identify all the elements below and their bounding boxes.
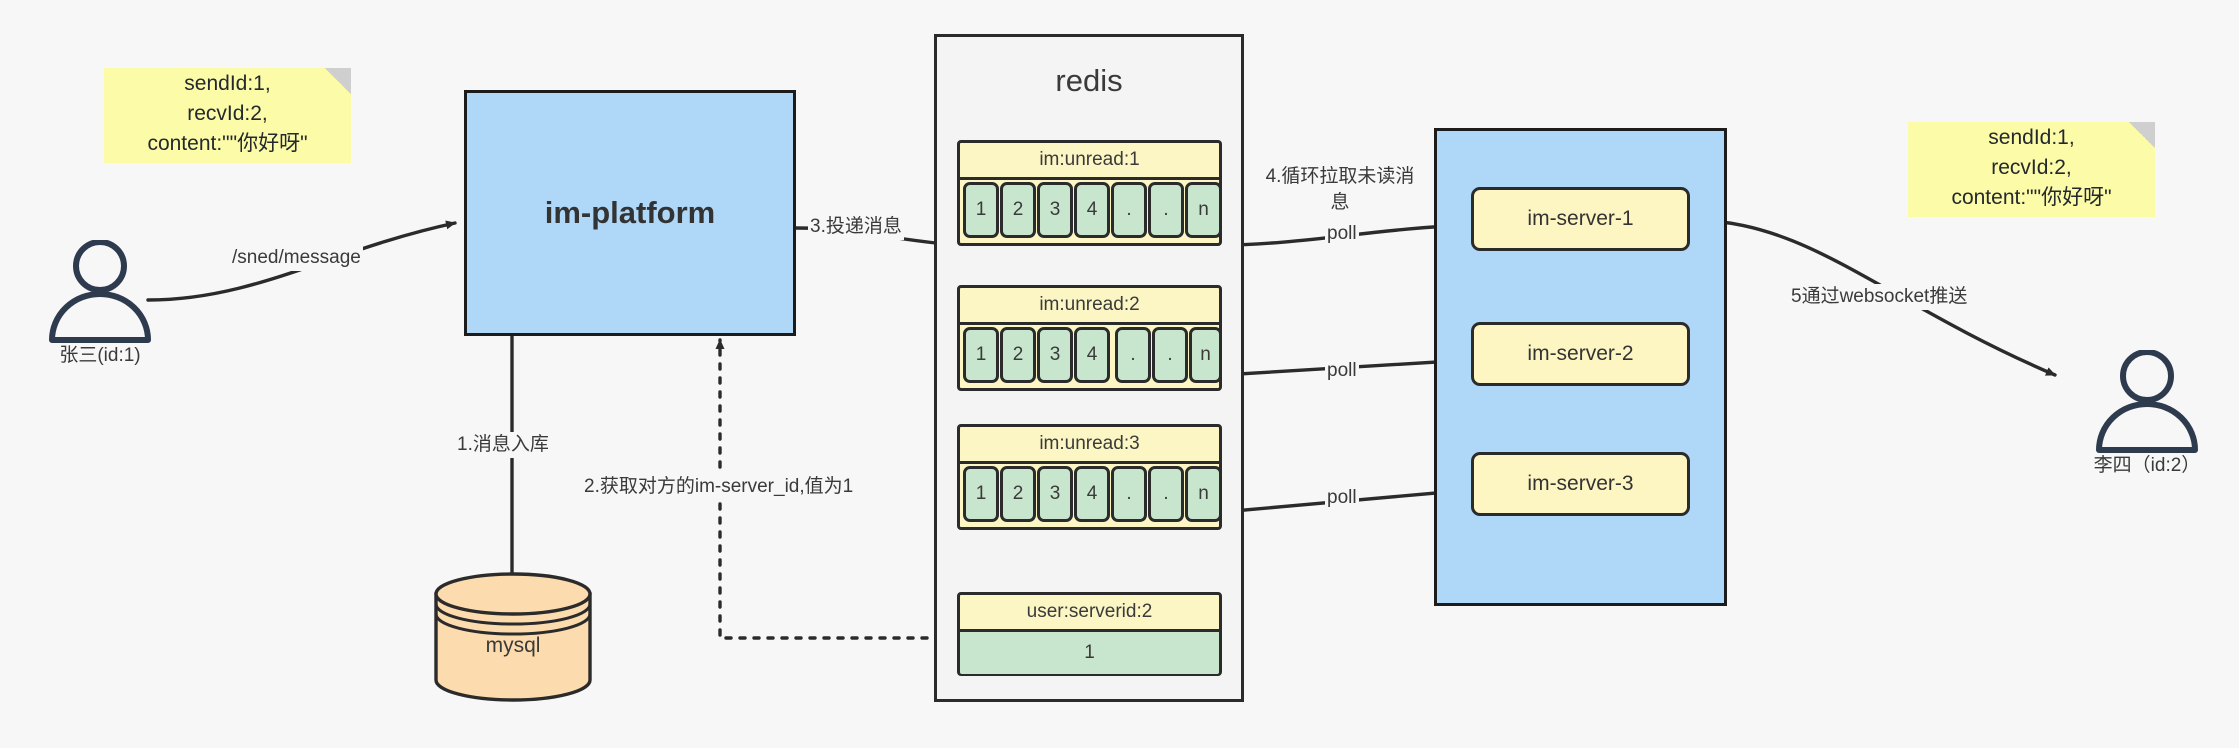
redis-key-block-unread-1[interactable]: im:unread:1 1 2 3 4 . . n <box>957 140 1222 246</box>
redis-cell[interactable]: 2 <box>1000 466 1036 522</box>
im-platform-node[interactable]: im-platform <box>464 90 796 336</box>
im-server-2-label: im-server-2 <box>1527 342 1634 365</box>
redis-key-block-unread-2[interactable]: im:unread:2 1 2 3 4 . . n <box>957 285 1222 391</box>
mysql-label: mysql <box>485 634 541 657</box>
edge-label-poll-1: poll <box>1325 221 1359 247</box>
redis-cell[interactable]: n <box>1185 182 1222 238</box>
redis-key-name: im:unread:2 <box>960 288 1219 325</box>
redis-cell[interactable]: 4 <box>1074 466 1110 522</box>
im-server-1-node[interactable]: im-server-1 <box>1471 187 1690 251</box>
person-icon <box>2096 349 2198 453</box>
database-cylinder-icon <box>434 572 592 702</box>
edge-label-poll-2: poll <box>1325 358 1359 384</box>
redis-cell[interactable]: 3 <box>1037 466 1073 522</box>
note-fold-corner-icon <box>325 68 351 94</box>
receiver-label: 李四（id:2） <box>2093 455 2201 476</box>
redis-key-name: user:serverid:2 <box>960 595 1219 632</box>
redis-title: redis <box>1055 63 1123 98</box>
message-note-left: sendId:1, recvId:2, content:""你好呀" <box>104 68 351 163</box>
receiver-avatar: 李四（id:2） <box>2085 349 2209 480</box>
message-note-right-text: sendId:1, recvId:2, content:""你好呀" <box>1951 125 2112 209</box>
redis-key-block-unread-3[interactable]: im:unread:3 1 2 3 4 . . n <box>957 424 1222 530</box>
redis-cell[interactable]: 1 <box>963 182 999 238</box>
redis-key-block-user-serverid[interactable]: user:serverid:2 1 <box>957 592 1222 676</box>
redis-cell[interactable]: . <box>1111 466 1147 522</box>
edge-label-send-message: /sned/message <box>230 245 363 271</box>
im-platform-label: im-platform <box>544 195 716 230</box>
redis-key-value: 1 <box>960 632 1219 674</box>
redis-cell[interactable]: . <box>1148 182 1184 238</box>
redis-key-cells: 1 2 3 4 . . n <box>960 325 1222 387</box>
edge-label-deliver-message: 3.投递消息 <box>808 214 904 240</box>
redis-key-name: im:unread:3 <box>960 427 1219 464</box>
redis-cell[interactable]: n <box>1185 466 1222 522</box>
redis-cell[interactable]: 3 <box>1037 182 1073 238</box>
redis-cell[interactable]: 2 <box>1000 327 1036 383</box>
redis-cell[interactable]: . <box>1152 327 1188 383</box>
im-server-1-label: im-server-1 <box>1527 207 1634 230</box>
redis-cell[interactable]: 1 <box>963 327 999 383</box>
redis-cell[interactable]: 3 <box>1037 327 1073 383</box>
sender-label: 张三(id:1) <box>59 345 141 366</box>
redis-key-name: im:unread:1 <box>960 143 1219 180</box>
edge-label-fetch-serverid: 2.获取对方的im-server_id,值为1 <box>582 474 856 500</box>
redis-cell[interactable]: n <box>1189 327 1222 383</box>
mysql-database-node[interactable]: mysql <box>428 572 598 702</box>
edge-label-websocket-push: 5通过websocket推送 <box>1789 284 1970 310</box>
note-fold-corner-icon <box>2129 122 2155 148</box>
im-server-3-node[interactable]: im-server-3 <box>1471 452 1690 516</box>
redis-cell[interactable]: 1 <box>963 466 999 522</box>
redis-cell[interactable]: 4 <box>1074 182 1110 238</box>
sender-avatar: 张三(id:1) <box>38 239 162 370</box>
edge-label-poll-unread: 4.循环拉取未读消 息 <box>1253 164 1427 216</box>
person-icon <box>49 239 151 343</box>
message-note-left-text: sendId:1, recvId:2, content:""你好呀" <box>147 71 308 155</box>
redis-cell[interactable]: 2 <box>1000 182 1036 238</box>
redis-key-cells: 1 2 3 4 . . n <box>960 464 1222 526</box>
redis-cell[interactable]: . <box>1115 327 1151 383</box>
redis-key-cells: 1 2 3 4 . . n <box>960 180 1222 242</box>
im-server-2-node[interactable]: im-server-2 <box>1471 322 1690 386</box>
im-server-3-label: im-server-3 <box>1527 472 1634 495</box>
message-note-right: sendId:1, recvId:2, content:""你好呀" <box>1908 122 2155 217</box>
redis-cell[interactable]: 4 <box>1074 327 1110 383</box>
redis-cell[interactable]: . <box>1148 466 1184 522</box>
redis-cell[interactable]: . <box>1111 182 1147 238</box>
edge-label-store-message: 1.消息入库 <box>455 432 551 458</box>
edge-label-poll-3: poll <box>1325 485 1359 511</box>
